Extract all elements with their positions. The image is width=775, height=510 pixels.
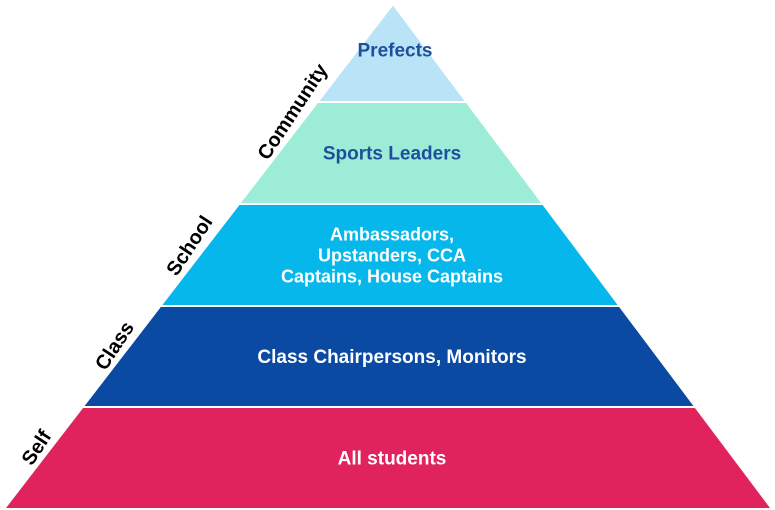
tier-ambassadors-line: Ambassadors, xyxy=(330,224,454,244)
tier-sports-leaders-line: Sports Leaders xyxy=(323,144,461,165)
tier-class-chairpersons-label: Class Chairpersons, Monitors xyxy=(257,347,526,368)
tier-all-students xyxy=(1,406,775,510)
tier-all-students-label: All students xyxy=(338,449,447,470)
tier-sports-leaders-label: Sports Leaders xyxy=(323,144,461,165)
tier-all-students-line: All students xyxy=(338,449,447,470)
tier-ambassadors-line: Captains, House Captains xyxy=(281,266,503,286)
tier-prefects-label: Prefects xyxy=(358,41,433,62)
tier-prefects-line: Prefects xyxy=(358,41,433,62)
tier-ambassadors-line: Upstanders, CCA xyxy=(318,245,466,265)
tier-class-chairpersons-line: Class Chairpersons, Monitors xyxy=(257,347,526,368)
